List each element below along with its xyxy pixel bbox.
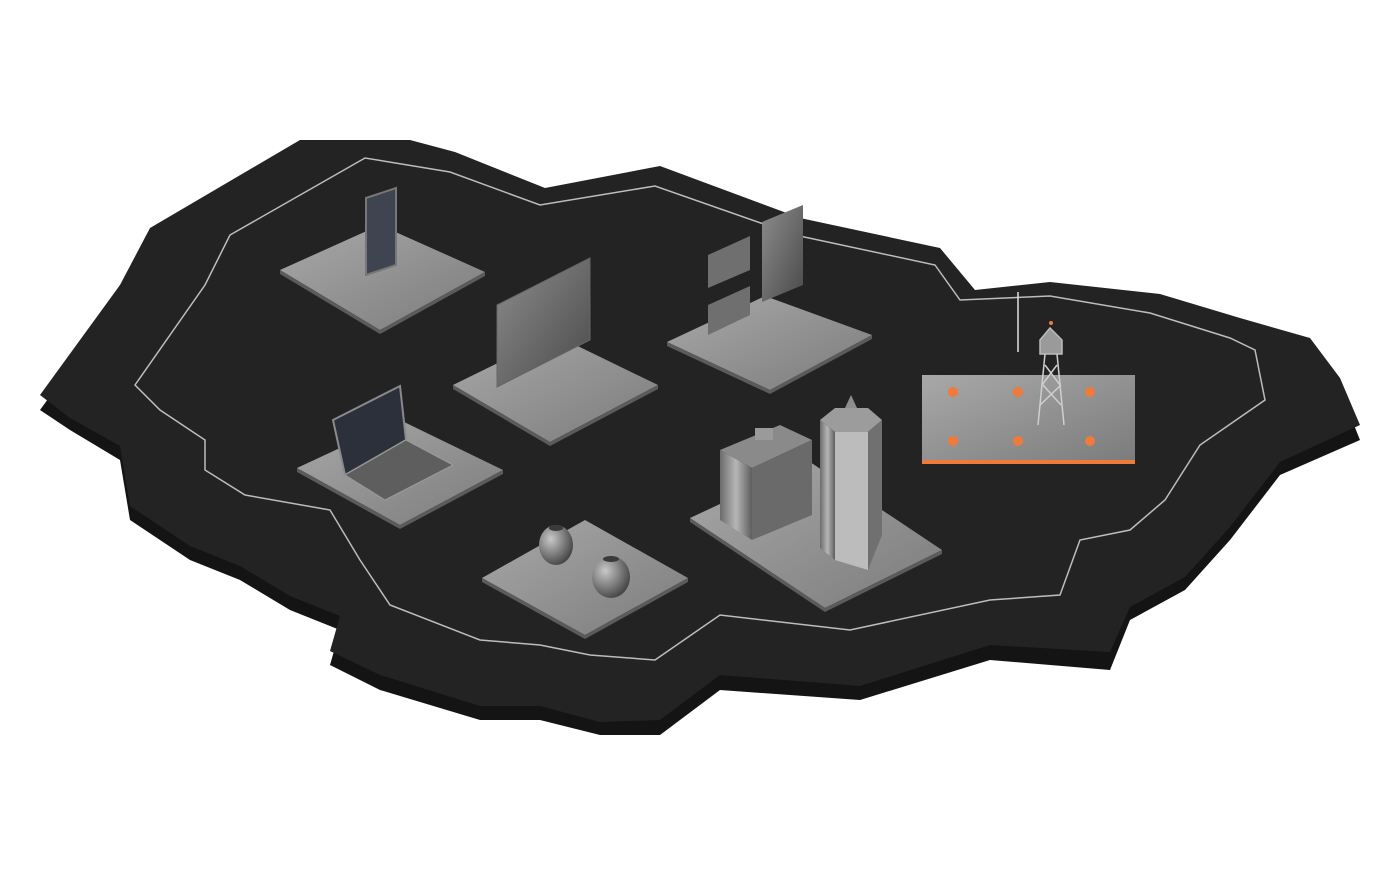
signage-plate-edge <box>667 335 872 394</box>
indicator-light <box>1013 436 1023 446</box>
map-region-outline <box>134 157 1266 661</box>
indicator-light <box>1085 436 1095 446</box>
zone-signage[interactable] <box>667 205 872 394</box>
tablet-plate <box>280 225 485 330</box>
monitor-icon <box>496 257 591 388</box>
indicator-light <box>1013 387 1023 397</box>
indicator-light <box>948 387 958 397</box>
zone-monitor[interactable] <box>453 257 658 446</box>
city-buildings-icon <box>720 395 882 570</box>
zone-tower[interactable] <box>922 292 1135 464</box>
indicator-light <box>1085 387 1095 397</box>
zone-laptop[interactable] <box>297 384 503 529</box>
sensors-plate <box>482 520 688 635</box>
digital-signage-icon <box>708 205 803 335</box>
tower-plate <box>922 375 1135 460</box>
map-island-top <box>40 140 1360 722</box>
tablet-icon <box>365 186 397 277</box>
cell-tower-icon <box>1017 292 1065 426</box>
smart-sensor-icon <box>539 525 630 598</box>
indicator-light <box>948 436 958 446</box>
tower-lights <box>948 387 1095 446</box>
zone-tablet[interactable] <box>280 186 485 334</box>
zone-city[interactable] <box>690 395 942 612</box>
zone-sensors[interactable] <box>482 520 688 639</box>
laptop-icon <box>331 384 455 501</box>
tower-plate-accent-edge <box>922 460 1135 464</box>
